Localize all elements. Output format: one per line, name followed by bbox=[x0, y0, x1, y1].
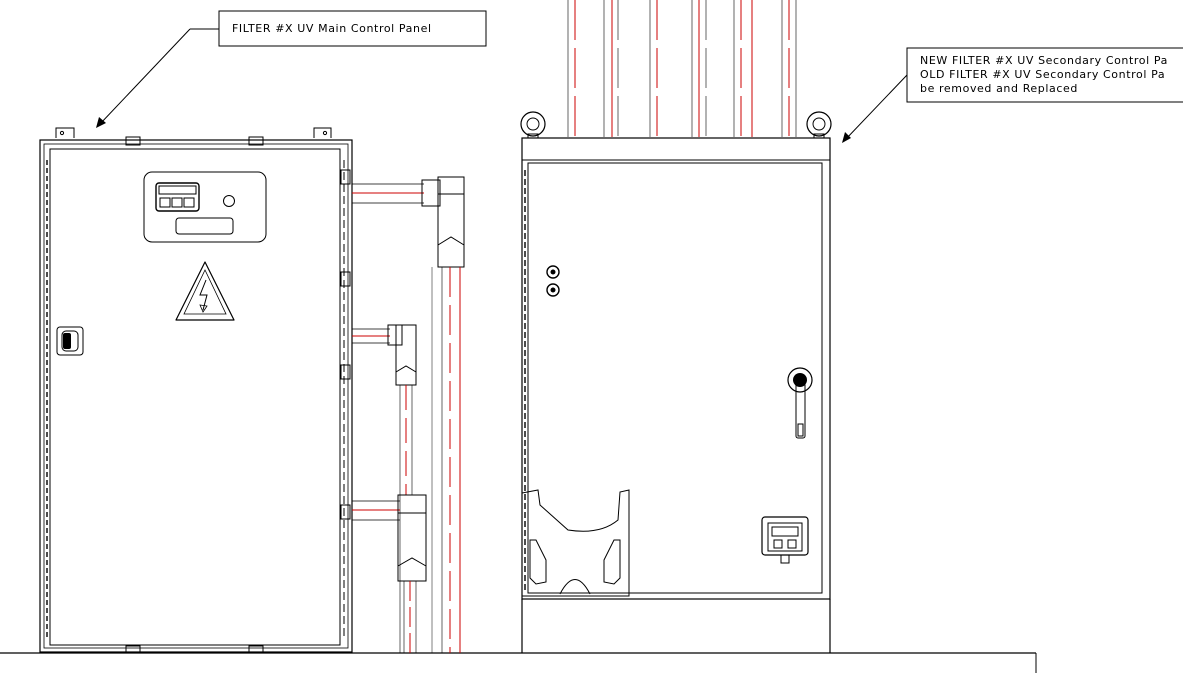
high-voltage-warning-icon bbox=[175, 261, 235, 321]
main-panel-leader-arrow-line bbox=[99, 28, 191, 125]
hmi-plate bbox=[143, 171, 267, 243]
secondary-door bbox=[527, 162, 823, 594]
conduit-runs bbox=[352, 176, 465, 653]
bottom-clip-2 bbox=[248, 645, 264, 654]
hinge-2 bbox=[340, 271, 351, 287]
hmi-screen bbox=[158, 185, 197, 195]
conduit-body-top bbox=[421, 176, 465, 268]
pilot-light-2 bbox=[546, 283, 560, 297]
top-clip-2 bbox=[248, 136, 264, 146]
hmi-indicator-light bbox=[223, 195, 235, 207]
main-door-latch bbox=[56, 326, 84, 356]
secondary-top-conduits bbox=[567, 0, 797, 137]
receptacle-outlet bbox=[761, 516, 809, 564]
main-panel-callout-box bbox=[218, 10, 487, 47]
secondary-enclosure bbox=[521, 137, 831, 600]
secondary-panel-leader-line bbox=[844, 74, 908, 141]
mounting-tab-right bbox=[313, 127, 332, 138]
secondary-control-panel bbox=[520, 111, 832, 653]
hmi-key-3 bbox=[183, 197, 195, 208]
bottom-clip-1 bbox=[125, 645, 141, 654]
secondary-panel-arrowhead bbox=[842, 132, 851, 143]
hinge-1 bbox=[340, 169, 351, 185]
hmi-nameplate bbox=[175, 217, 234, 235]
hinge-3 bbox=[340, 364, 351, 380]
secondary-callout-line-2: OLD FILTER #X UV Secondary Control Pa bbox=[920, 68, 1165, 81]
disconnect-handle-icon bbox=[787, 367, 813, 439]
main-panel-callout-text: FILTER #X UV Main Control Panel bbox=[232, 22, 432, 35]
mounting-tab-left bbox=[55, 127, 75, 138]
hinge-4 bbox=[340, 504, 351, 520]
main-enclosure-inner bbox=[43, 143, 349, 649]
main-enclosure-outer bbox=[39, 139, 353, 653]
pilot-light-1 bbox=[546, 265, 560, 279]
top-clip-1 bbox=[125, 136, 141, 146]
main-panel-callout: FILTER #X UV Main Control Panel bbox=[96, 10, 487, 128]
conduit-body-middle bbox=[387, 324, 417, 386]
main-control-panel bbox=[39, 127, 353, 654]
document-holder bbox=[521, 489, 630, 597]
hmi-display bbox=[155, 182, 200, 212]
secondary-callout-line-3: be removed and Replaced bbox=[920, 82, 1078, 95]
lifting-eye-icon bbox=[520, 111, 546, 139]
main-door bbox=[49, 148, 341, 646]
secondary-panel-callout: NEW FILTER #X UV Secondary Control Pa OL… bbox=[842, 47, 1183, 143]
hmi-key-2 bbox=[171, 197, 183, 208]
hmi-key-1 bbox=[159, 197, 171, 208]
secondary-panel-callout-box bbox=[906, 47, 1183, 103]
conduit-body-bottom bbox=[397, 494, 427, 582]
secondary-callout-line-1: NEW FILTER #X UV Secondary Control Pa bbox=[920, 54, 1168, 67]
main-panel-arrowhead bbox=[96, 117, 106, 128]
lifting-eye-icon bbox=[806, 111, 832, 139]
